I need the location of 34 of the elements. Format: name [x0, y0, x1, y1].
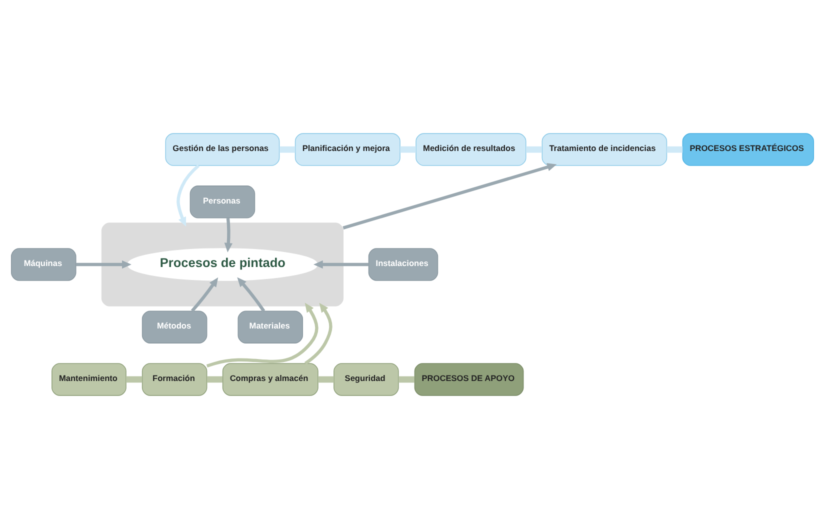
node-box: Medición de resultados: [416, 132, 526, 166]
arrow: [76, 260, 132, 268]
node-box: PROCESOS ESTRATÉGICOS: [682, 132, 814, 166]
connector: [318, 376, 334, 382]
node-box: Gestión de las personas: [165, 132, 280, 166]
arrow: [237, 276, 266, 312]
node-box: Máquinas: [10, 248, 76, 280]
node-box: Instalaciones: [368, 248, 438, 280]
node-box: PROCESOS DE APOYO: [414, 362, 524, 396]
node-box: Tratamiento de incidencias: [542, 132, 668, 166]
arrow: [206, 302, 318, 368]
node-box: Compras y almacén: [222, 362, 318, 396]
arrow: [190, 276, 218, 312]
node-box: Formación: [142, 362, 208, 396]
connector: [206, 376, 223, 382]
node-box: Seguridad: [334, 362, 399, 396]
arrow: [224, 217, 233, 252]
node-box: Personas: [190, 185, 256, 218]
arrow: [313, 260, 369, 268]
node-ellipse: Procesos de pintado: [127, 248, 318, 280]
arrow: [176, 164, 200, 226]
connector: [398, 376, 414, 382]
node-box: Planificación y mejora: [294, 132, 400, 166]
connector: [279, 146, 296, 152]
node-box: Mantenimiento: [52, 362, 126, 396]
connector: [400, 146, 416, 152]
arrow: [342, 162, 557, 229]
arrow: [304, 302, 332, 364]
connector: [526, 146, 542, 152]
node-box: Materiales: [238, 310, 304, 343]
node-box: Métodos: [142, 310, 208, 343]
connector: [126, 376, 142, 382]
connector: [666, 146, 683, 152]
cluster: [101, 222, 344, 306]
